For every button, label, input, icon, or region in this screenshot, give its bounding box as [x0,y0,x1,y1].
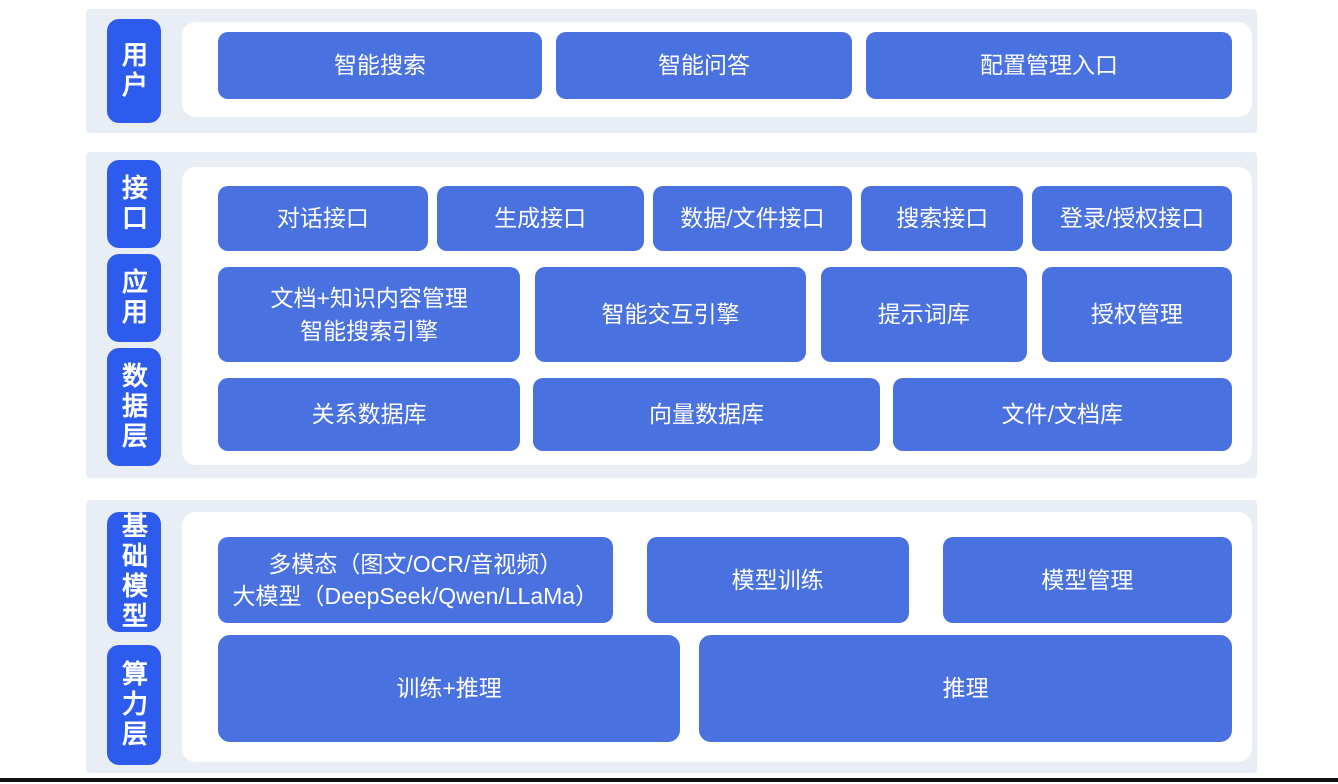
layer-label-application: 应用 [107,254,161,342]
interface-row: 对话接口 生成接口 数据/文件接口 搜索接口 登录/授权接口 [218,186,1232,251]
block-smart-search: 智能搜索 [218,32,542,99]
block-training-inference: 训练+推理 [218,635,681,742]
block-vector-db: 向量数据库 [533,378,880,451]
compute-row: 训练+推理 推理 [218,635,1232,742]
layer-label-base-model: 基础模型 [107,512,161,632]
block-inference: 推理 [699,635,1232,742]
block-file-doc-store: 文件/文档库 [892,378,1232,451]
block-model-management: 模型管理 [942,537,1232,623]
middle-layers-band: 接口 应用 数据层 对话接口 生成接口 数据/文件接口 搜索接口 登录/授权接口… [86,152,1257,478]
block-config-management-entry: 配置管理入口 [866,32,1232,99]
layer-label-data-layer: 数据层 [107,348,161,466]
user-layer-band: 用户 智能搜索 智能问答 配置管理入口 [86,9,1257,133]
block-doc-knowledge-search-engine: 文档+知识内容管理 智能搜索引擎 [218,267,521,362]
layer-label-compute-layer: 算力层 [107,645,161,765]
data-row: 关系数据库 向量数据库 文件/文档库 [218,378,1232,451]
block-model-training: 模型训练 [646,537,909,623]
bottom-layers-band: 基础模型 算力层 多模态（图文/OCR/音视频） 大模型（DeepSeek/Qw… [86,500,1257,773]
user-layer-row: 智能搜索 智能问答 配置管理入口 [218,32,1232,99]
layer-label-interface: 接口 [107,160,161,248]
block-auth-management: 授权管理 [1041,267,1233,362]
middle-layers-panel: 对话接口 生成接口 数据/文件接口 搜索接口 登录/授权接口 文档+知识内容管理… [182,167,1252,465]
user-layer-panel: 智能搜索 智能问答 配置管理入口 [182,22,1252,117]
block-generation-api: 生成接口 [436,186,644,251]
block-smart-qa: 智能问答 [556,32,852,99]
application-row: 文档+知识内容管理 智能搜索引擎 智能交互引擎 提示词库 授权管理 [218,267,1233,362]
block-search-api: 搜索接口 [861,186,1024,251]
block-interactive-engine: 智能交互引擎 [535,267,806,362]
bottom-layers-panel: 多模态（图文/OCR/音视频） 大模型（DeepSeek/Qwen/LLaMa）… [182,512,1252,762]
model-row: 多模态（图文/OCR/音视频） 大模型（DeepSeek/Qwen/LLaMa）… [218,537,1232,623]
block-data-file-api: 数据/文件接口 [652,186,853,251]
block-login-auth-api: 登录/授权接口 [1032,186,1232,251]
bottom-rule [0,778,1338,782]
layer-label-user: 用户 [107,19,161,123]
block-dialog-api: 对话接口 [218,186,428,251]
block-multimodal-llm: 多模态（图文/OCR/音视频） 大模型（DeepSeek/Qwen/LLaMa） [218,537,613,623]
block-prompt-library: 提示词库 [820,267,1027,362]
block-relational-db: 关系数据库 [218,378,521,451]
